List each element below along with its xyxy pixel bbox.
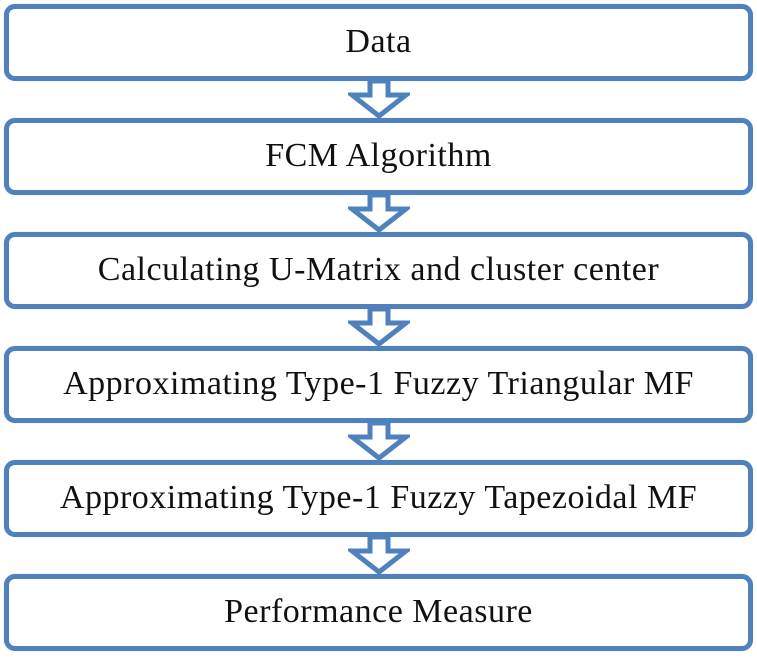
connector-row	[0, 195, 757, 232]
down-block-arrow-icon	[347, 309, 410, 346]
flow-step-performance-measure: Performance Measure	[4, 574, 753, 651]
flow-step-data: Data	[4, 4, 753, 81]
flow-step-label: Approximating Type-1 Fuzzy Triangular MF	[63, 364, 694, 402]
flow-step-label: Calculating U-Matrix and cluster center	[97, 250, 660, 288]
flow-step-u-matrix: Calculating U-Matrix and cluster center	[4, 232, 753, 309]
flow-step-label: Performance Measure	[224, 592, 533, 630]
connector-row	[0, 309, 757, 346]
down-block-arrow-icon	[347, 537, 410, 574]
flow-step-label: FCM Algorithm	[265, 136, 492, 174]
connector-row	[0, 423, 757, 460]
down-block-arrow-icon	[347, 195, 410, 232]
flow-step-fcm-algorithm: FCM Algorithm	[4, 118, 753, 195]
down-block-arrow-icon	[347, 81, 410, 118]
flow-step-label: Data	[345, 22, 412, 60]
flow-step-triangular-mf: Approximating Type-1 Fuzzy Triangular MF	[4, 346, 753, 423]
down-block-arrow-icon	[347, 423, 410, 460]
flow-step-label: Approximating Type-1 Fuzzy Tapezoidal MF	[59, 478, 698, 516]
connector-row	[0, 537, 757, 574]
flow-step-trapezoidal-mf: Approximating Type-1 Fuzzy Tapezoidal MF	[4, 460, 753, 537]
connector-row	[0, 81, 757, 118]
